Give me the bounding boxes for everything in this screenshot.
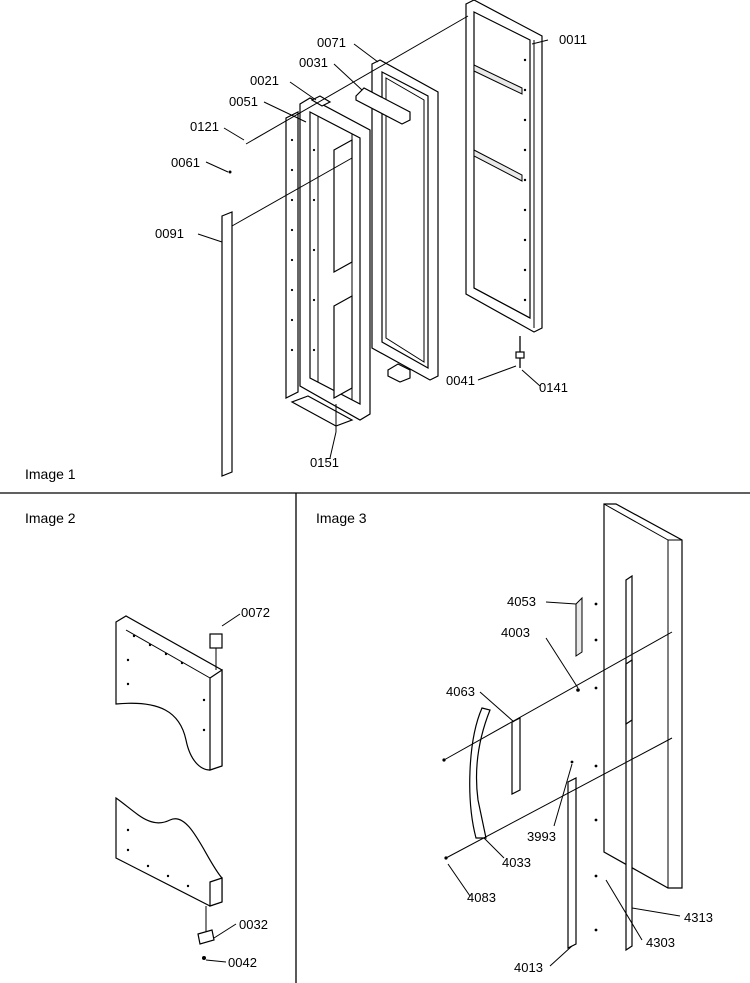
rail-4063 bbox=[511, 717, 521, 795]
callout-0011: 0011 bbox=[559, 32, 587, 47]
hinge-pin-0141 bbox=[515, 336, 525, 368]
callout-0072: 0072 bbox=[241, 605, 270, 620]
panel-labels: Image 1 Image 2 Image 3 bbox=[25, 466, 367, 526]
upper-door-holes bbox=[126, 634, 206, 732]
callout-0071: 0071 bbox=[317, 35, 346, 50]
panel-label-image-2: Image 2 bbox=[25, 510, 76, 526]
hinge-bushing-0072 bbox=[209, 633, 223, 670]
callout-labels: 0011 0071 0031 0021 0051 0121 0061 0091 … bbox=[155, 32, 713, 975]
callout-4033: 4033 bbox=[502, 855, 531, 870]
cabinet-side-block bbox=[603, 503, 683, 889]
lower-door-holes bbox=[126, 828, 190, 888]
callout-0051: 0051 bbox=[229, 94, 258, 109]
outer-panel-holes bbox=[523, 58, 527, 302]
panel-label-image-1: Image 1 bbox=[25, 466, 76, 482]
image-3-drawing bbox=[442, 503, 683, 967]
rail-4013 bbox=[567, 777, 577, 949]
callout-0091: 0091 bbox=[155, 226, 184, 241]
callout-0061: 0061 bbox=[171, 155, 200, 170]
screw-0061 bbox=[228, 170, 232, 174]
callout-4003: 4003 bbox=[501, 625, 530, 640]
panel-label-image-3: Image 3 bbox=[316, 510, 367, 526]
callout-0041: 0041 bbox=[446, 373, 475, 388]
bottom-hinge-0032 bbox=[197, 906, 215, 960]
image-2-drawing bbox=[115, 613, 241, 963]
callout-0042: 0042 bbox=[228, 955, 257, 970]
shelf-bracket-4053 bbox=[575, 596, 583, 657]
callout-0021: 0021 bbox=[250, 73, 279, 88]
screw-dots bbox=[442, 602, 598, 932]
callout-4063: 4063 bbox=[446, 684, 475, 699]
callout-0141: 0141 bbox=[539, 380, 568, 395]
handle-trim-strip bbox=[221, 211, 233, 477]
callout-3993: 3993 bbox=[527, 829, 556, 844]
callout-0031: 0031 bbox=[299, 55, 328, 70]
callout-4303: 4303 bbox=[646, 935, 675, 950]
gasket-frame bbox=[355, 59, 439, 383]
handle-4083 bbox=[469, 707, 491, 839]
callout-0151: 0151 bbox=[310, 455, 339, 470]
inner-door-liner bbox=[285, 95, 371, 427]
callout-4313: 4313 bbox=[684, 910, 713, 925]
callout-0032: 0032 bbox=[239, 917, 268, 932]
image-1-drawing bbox=[197, 0, 549, 477]
outer-door-panel bbox=[465, 0, 543, 333]
callout-0121: 0121 bbox=[190, 119, 219, 134]
liner-holes bbox=[290, 138, 316, 352]
door-rails bbox=[511, 574, 633, 952]
callout-4013: 4013 bbox=[514, 960, 543, 975]
callout-4083: 4083 bbox=[467, 890, 496, 905]
callout-4053: 4053 bbox=[507, 594, 536, 609]
